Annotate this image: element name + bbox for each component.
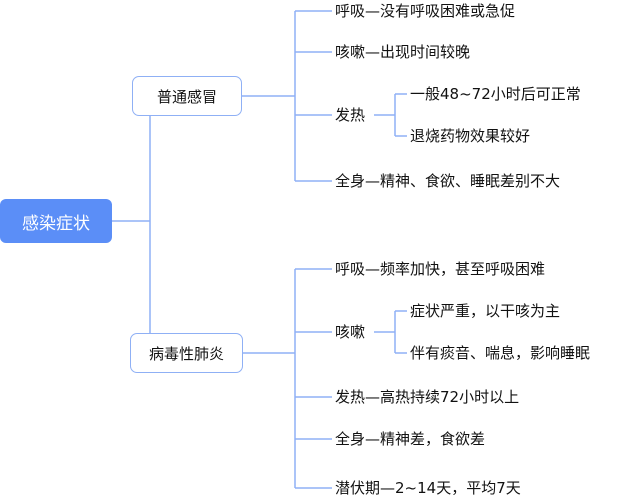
leaf-node: 潜伏期—2~14天，平均7天 — [335, 479, 521, 497]
leaf-node: 全身—精神差，食欲差 — [335, 430, 486, 448]
leaf-node: 全身—精神、食欲、睡眠差别不大 — [335, 172, 561, 190]
root-node: 感染症状 — [0, 199, 112, 243]
leaf-node: 一般48~72小时后可正常 — [410, 85, 581, 103]
category-node-viral-pneumonia: 病毒性肺炎 — [130, 333, 243, 373]
root-node-label: 感染症状 — [22, 213, 90, 234]
leaf-node: 呼吸—没有呼吸困难或急促 — [335, 2, 516, 20]
leaf-node: 伴有痰音、喘息，影响睡眠 — [410, 344, 591, 362]
category-label: 普通感冒 — [156, 87, 217, 106]
leaf-node: 症状严重，以干咳为主 — [410, 302, 561, 320]
leaf-node: 咳嗽—出现时间较晚 — [335, 43, 471, 61]
branch-node: 咳嗽 — [335, 323, 366, 341]
category-label: 病毒性肺炎 — [148, 344, 224, 363]
branch-node: 发热 — [335, 106, 366, 124]
leaf-node: 退烧药物效果较好 — [410, 127, 531, 145]
category-node-common-cold: 普通感冒 — [132, 76, 242, 116]
leaf-node: 发热—高热持续72小时以上 — [335, 388, 520, 406]
leaf-node: 呼吸—频率加快，甚至呼吸困难 — [335, 260, 546, 278]
